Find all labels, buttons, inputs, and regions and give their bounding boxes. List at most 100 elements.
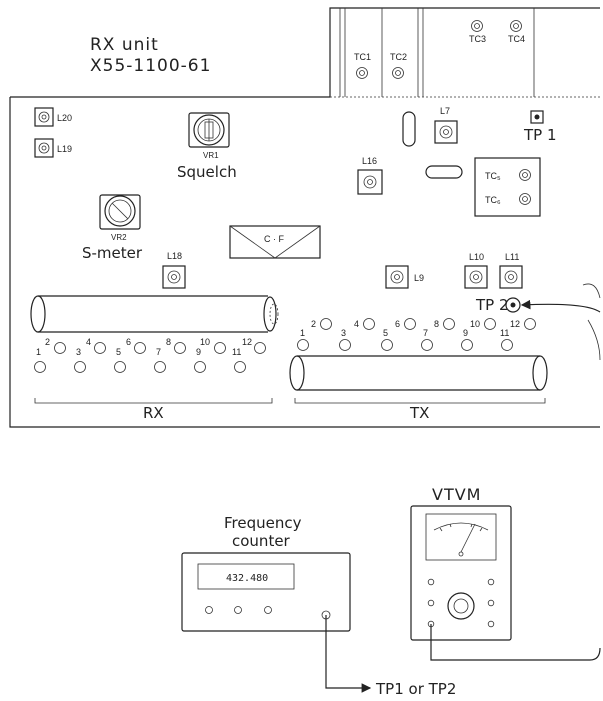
tx-pin-4[interactable]: 4 (354, 318, 375, 330)
counter-knob-3[interactable] (264, 606, 272, 614)
tx-pin-4-label: 4 (354, 319, 359, 329)
tx-label: TX (409, 404, 429, 422)
l18-label: L18 (167, 251, 182, 261)
trimmer-tc5[interactable]: TC₅ (485, 169, 531, 182)
test-point-tp1[interactable]: TP 1 (523, 110, 557, 144)
tx-pin-7[interactable]: 7 (421, 328, 433, 351)
rx-pin-3[interactable]: 3 (74, 347, 86, 373)
coil-l18[interactable]: L18 (162, 251, 186, 289)
tc5-label: TC₅ (485, 171, 501, 181)
tx-pin-11-label: 11 (500, 328, 509, 338)
rx-pin-8[interactable]: 8 (166, 337, 186, 354)
tc2-label: TC2 (390, 52, 407, 62)
coil-l9[interactable]: L9 (385, 265, 424, 289)
rx-pin-9[interactable]: 9 (194, 347, 206, 373)
l19-label: L19 (57, 144, 72, 154)
vtvm-probe-lead (430, 624, 601, 661)
unit-model: X55-1100-61 (90, 56, 211, 76)
tx-pin-11[interactable]: 11 (500, 328, 513, 351)
vtvm-jack-l2[interactable] (427, 599, 435, 607)
vtvm-jack-r1[interactable] (487, 578, 495, 586)
coil-l11[interactable]: L11 (499, 252, 523, 289)
coil-l16[interactable]: L16 (357, 156, 383, 195)
shield-compartments (339, 8, 535, 97)
tx-pin-9-label: 9 (463, 328, 468, 338)
l7-label: L7 (440, 106, 450, 116)
tx-pin-2[interactable]: 2 (311, 318, 332, 330)
rx-pin-2[interactable]: 2 (45, 337, 66, 354)
coil-l19[interactable]: L19 (34, 138, 72, 158)
squelch-label: Squelch (177, 163, 237, 181)
trimmer-tc2[interactable]: TC2 (390, 52, 407, 79)
frequency-counter-label-line1: Frequency (224, 514, 302, 532)
vtvm[interactable]: VTVM (410, 485, 512, 641)
tx-connector: 2 4 6 8 10 12 1 3 5 7 9 11 TX (294, 318, 546, 422)
l20-label: L20 (57, 113, 72, 123)
counter-knob-2[interactable] (234, 606, 242, 614)
rx-pin-6[interactable]: 6 (126, 337, 146, 354)
l16-label: L16 (362, 156, 377, 166)
rx-pin-2-label: 2 (45, 337, 50, 347)
rx-pin-3-label: 3 (76, 347, 81, 357)
squelch-potentiometer[interactable]: VR1 Squelch (177, 112, 237, 181)
vtvm-jack-l1[interactable] (427, 578, 435, 586)
coil-l7[interactable]: L7 (434, 106, 458, 144)
tx-pin-7-label: 7 (423, 328, 428, 338)
board-outline (9, 7, 600, 428)
tx-pin-5[interactable]: 5 (381, 328, 393, 351)
rx-pin-4-label: 4 (86, 337, 91, 347)
rx-pin-12-label: 12 (242, 337, 252, 347)
rx-pin-11[interactable]: 11 (232, 347, 246, 373)
tx-pin-2-label: 2 (311, 319, 316, 329)
rx-pin-1[interactable]: 1 (34, 347, 46, 373)
tx-pin-8[interactable]: 8 (434, 318, 455, 330)
tc3-label: TC3 (469, 34, 486, 44)
cf-label: C · F (264, 234, 284, 244)
tx-pin-12-label: 12 (510, 319, 520, 329)
trimmer-tc3[interactable]: TC3 (469, 20, 486, 45)
counter-knob-1[interactable] (205, 606, 213, 614)
tx-pin-9[interactable]: 9 (461, 328, 473, 351)
tc6-label: TC₆ (485, 195, 501, 205)
tx-pin-1[interactable]: 1 (297, 328, 309, 351)
unit-title: RX unit (90, 35, 159, 55)
frequency-counter[interactable]: Frequency counter 432.480 (181, 514, 351, 632)
trimmer-tc4[interactable]: TC4 (508, 20, 525, 45)
rx-connector: 2 4 6 8 10 12 1 3 5 7 9 11 RX (34, 337, 273, 422)
tx-pin-8-label: 8 (434, 319, 439, 329)
ceramic-filter: C · F (229, 225, 321, 259)
tx-pin-10[interactable]: 10 (470, 318, 496, 330)
tx-pin-5-label: 5 (383, 328, 388, 338)
vtvm-jack-r2[interactable] (487, 599, 495, 607)
tx-pin-6[interactable]: 6 (395, 318, 416, 330)
slot-hole-vertical (402, 111, 416, 147)
rx-pin-10[interactable]: 10 (200, 337, 226, 354)
trimmer-tc1[interactable]: TC1 (354, 52, 371, 79)
probe-to-tp2 (520, 283, 601, 361)
rx-pin-1-label: 1 (36, 347, 41, 357)
rx-label: RX (143, 404, 164, 422)
l10-label: L10 (469, 252, 484, 262)
slot-hole-horizontal (425, 165, 463, 179)
rx-pin-9-label: 9 (196, 347, 201, 357)
tx-pin-12[interactable]: 12 (510, 318, 536, 330)
rx-pin-12[interactable]: 12 (242, 337, 266, 354)
vtvm-label: VTVM (432, 485, 481, 504)
tx-pin-3[interactable]: 3 (339, 328, 351, 351)
counter-probe-lead: TP1 or TP2 (325, 615, 456, 698)
tc1-label: TC1 (354, 52, 371, 62)
rx-pin-7[interactable]: 7 (154, 347, 166, 373)
rx-coax-cable (30, 295, 279, 333)
vr1-label: VR1 (203, 151, 219, 160)
tx-pin-6-label: 6 (395, 319, 400, 329)
coil-l20[interactable]: L20 (34, 107, 72, 127)
rx-pin-5[interactable]: 5 (114, 347, 126, 373)
trimmer-tc6[interactable]: TC₆ (485, 193, 531, 206)
s-meter-potentiometer[interactable]: VR2 S-meter (82, 194, 143, 262)
counter-display: 432.480 (226, 573, 268, 584)
tx-pin-3-label: 3 (341, 328, 346, 338)
rx-pin-4[interactable]: 4 (86, 337, 106, 354)
vtvm-jack-r3[interactable] (487, 620, 495, 628)
coil-l10[interactable]: L10 (464, 252, 488, 289)
test-point-tp2[interactable]: TP 2 (475, 296, 521, 314)
